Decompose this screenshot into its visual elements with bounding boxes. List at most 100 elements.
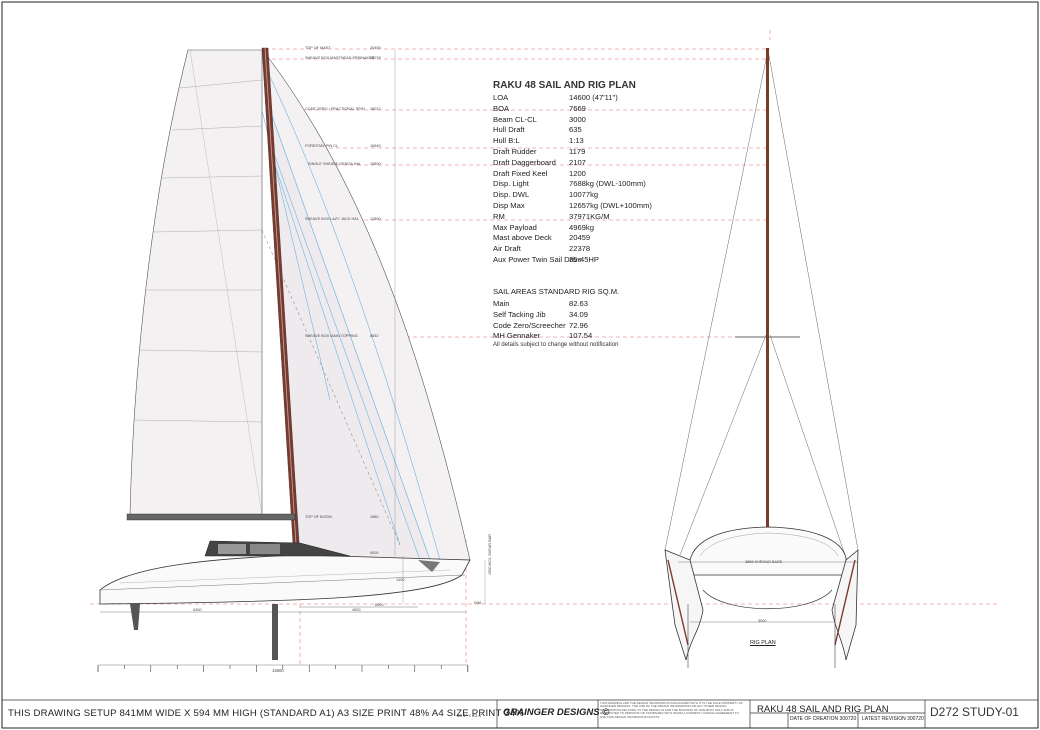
dim-mid: 4900: [352, 608, 361, 612]
height-value-top-of-mast: 20459: [370, 46, 381, 50]
latest-revision: LATEST REVISION 300720: [862, 716, 924, 722]
spec-value: 4969kg: [569, 222, 594, 232]
dim-deck: 0000: [370, 551, 379, 555]
spec-value: 12657kg (DWL+100mm): [569, 201, 652, 210]
sail-area-label: Main: [493, 299, 510, 308]
main-sail: [129, 49, 263, 516]
dim-side: 1900 INCL SHEAR BAR: [488, 533, 492, 575]
drawing-id: D272 STUDY-01: [930, 705, 1019, 719]
horizontal-dimensions: [97, 606, 469, 672]
height-label-top-of-mast: TOP OF MAST: [305, 46, 331, 50]
spec-label: LOA: [493, 93, 509, 102]
spec-label: Draft Rudder: [493, 147, 537, 156]
cabin-window: [218, 544, 246, 554]
boom: [126, 513, 296, 521]
spec-label: Hull B:L: [493, 136, 520, 146]
bridgedeck: [689, 526, 847, 576]
bridgedeck-underside: [702, 589, 833, 609]
daggerboard: [272, 604, 278, 660]
rudder: [130, 604, 140, 630]
height-value-top-of-boom: 1980: [370, 515, 379, 519]
spec-label: Disp. Light: [493, 179, 529, 189]
drawing-title: RAKU 48 SAIL AND RIG PLAN: [757, 704, 889, 715]
dim-vertical: 1400: [396, 578, 405, 582]
dim-fwd: 6000: [375, 603, 384, 607]
sail-area-value: 72.96: [569, 320, 589, 330]
spec-value: 635: [569, 125, 582, 135]
sail-areas-title: SAIL AREAS STANDARD RIG SQ.M.: [493, 287, 620, 296]
height-label-genoa-hal: SINGLE SHEAVE GENOA HAL: [308, 162, 362, 166]
scale-ruler: [97, 665, 468, 672]
spec-label: Air Draft: [493, 244, 521, 254]
dim-dwl-label: DWL: [474, 601, 483, 605]
sail-area-label: Self Tacking Jib: [493, 309, 546, 319]
spec-value: 7669: [569, 103, 586, 113]
spec-label: Disp. DWL: [493, 190, 530, 200]
spec-value: 37971KG/M: [569, 211, 610, 221]
sail-area-value: 107.54: [569, 331, 593, 341]
height-label-lazy-jack: SHEAVE BOX LAZY JACK HAL: [305, 217, 359, 221]
spec-label: Mast above Deck: [493, 233, 552, 243]
jib-blue-lines: [261, 59, 441, 561]
hull-side: [99, 554, 471, 605]
spec-value: 20459: [569, 233, 591, 243]
date-of-creation: DATE OF CREATION 300720: [790, 716, 857, 722]
height-value-forestay: 16545: [370, 144, 381, 148]
spec-value: 14600 (47'11"): [569, 93, 618, 102]
legal-notice: THIS DRAWING AND THE DESIGN INFORMATION …: [600, 702, 744, 719]
spec-label: Draft Daggerboard: [493, 157, 556, 167]
height-value-lazy-jack: 12800: [370, 217, 381, 221]
sheet-size-note: 33.1" x 23.4": [457, 713, 483, 718]
spec-label: Beam CL-CL: [493, 114, 537, 124]
sail-area-value: 34.09: [569, 309, 589, 319]
sail-area-label: Code Zero/Screecher: [493, 320, 566, 330]
height-label-top-of-boom: TOP OF BOOM: [305, 515, 332, 519]
height-label-main-topping: SHEAVE BOX MAIN TOPPING: [305, 334, 358, 338]
spec-value: 22378: [569, 244, 591, 254]
spec-title: RAKU 48 SAIL AND RIG PLAN: [493, 80, 636, 91]
rig-plan-label: RIG PLAN: [750, 640, 776, 646]
dim-overall: 14600: [272, 668, 284, 673]
height-label-code-zero: CODE ZERO / FRACTIONAL SPIN: [305, 107, 365, 111]
dim-beam: 3000: [758, 619, 767, 623]
spec-label: Max Payload: [493, 222, 537, 232]
sail-area-label: MH Gennaker: [493, 331, 541, 341]
spec-label: BOA: [493, 103, 510, 113]
spec-value: 7688kg (DWL-100mm): [569, 179, 646, 189]
brand-name: GRAINGER DESIGNS ©: [503, 707, 610, 718]
height-value-genoa-hal: 15800: [370, 162, 381, 166]
spec-value: 1200: [569, 168, 586, 178]
height-value-spinnaker: 20078: [370, 56, 381, 60]
height-label-spinnaker: SHEAVE BOX MASTHEAD SPINNAKER: [305, 56, 375, 60]
dim-aft: 6300: [193, 608, 202, 612]
bow: [418, 560, 440, 572]
drawing-setup-note: THIS DRAWING SETUP 841MM WIDE X 594 MM H…: [8, 708, 524, 719]
title-block-borders: [2, 699, 1038, 728]
height-value-code-zero: 18012: [370, 107, 381, 111]
mast-front: [766, 48, 769, 558]
spec-label: Aux Power Twin Sail Drive: [493, 255, 582, 264]
main-leech-line: [189, 49, 263, 516]
hull-port: [664, 549, 704, 661]
spec-value: 3000: [569, 114, 586, 124]
vertical-dimensions: [394, 50, 486, 604]
spec-label: Disp Max: [493, 201, 525, 210]
spec-value: 10077kg: [569, 190, 599, 200]
height-value-main-topping: 8652: [370, 334, 379, 338]
spec-value: 2107: [569, 157, 586, 167]
sail-area-value: 82.63: [569, 299, 589, 308]
height-label-forestay: FORESTAY PIN CL: [305, 144, 339, 148]
spec-label: Hull Draft: [493, 125, 525, 135]
main-sail-battens: [134, 79, 263, 423]
dim-shroud-base: 3856 SHROUD BASE: [745, 560, 783, 564]
spec-footnote: All details subject to change without no…: [493, 342, 619, 348]
cabin-window-2: [250, 544, 280, 554]
spec-value: 1:13: [569, 136, 584, 146]
spec-value: 35-45HP: [569, 255, 599, 264]
reference-lines: [90, 30, 1000, 665]
spec-label: Draft Fixed Keel: [493, 168, 548, 178]
spec-value: 1179: [569, 147, 586, 156]
spec-label: RM: [493, 211, 505, 221]
